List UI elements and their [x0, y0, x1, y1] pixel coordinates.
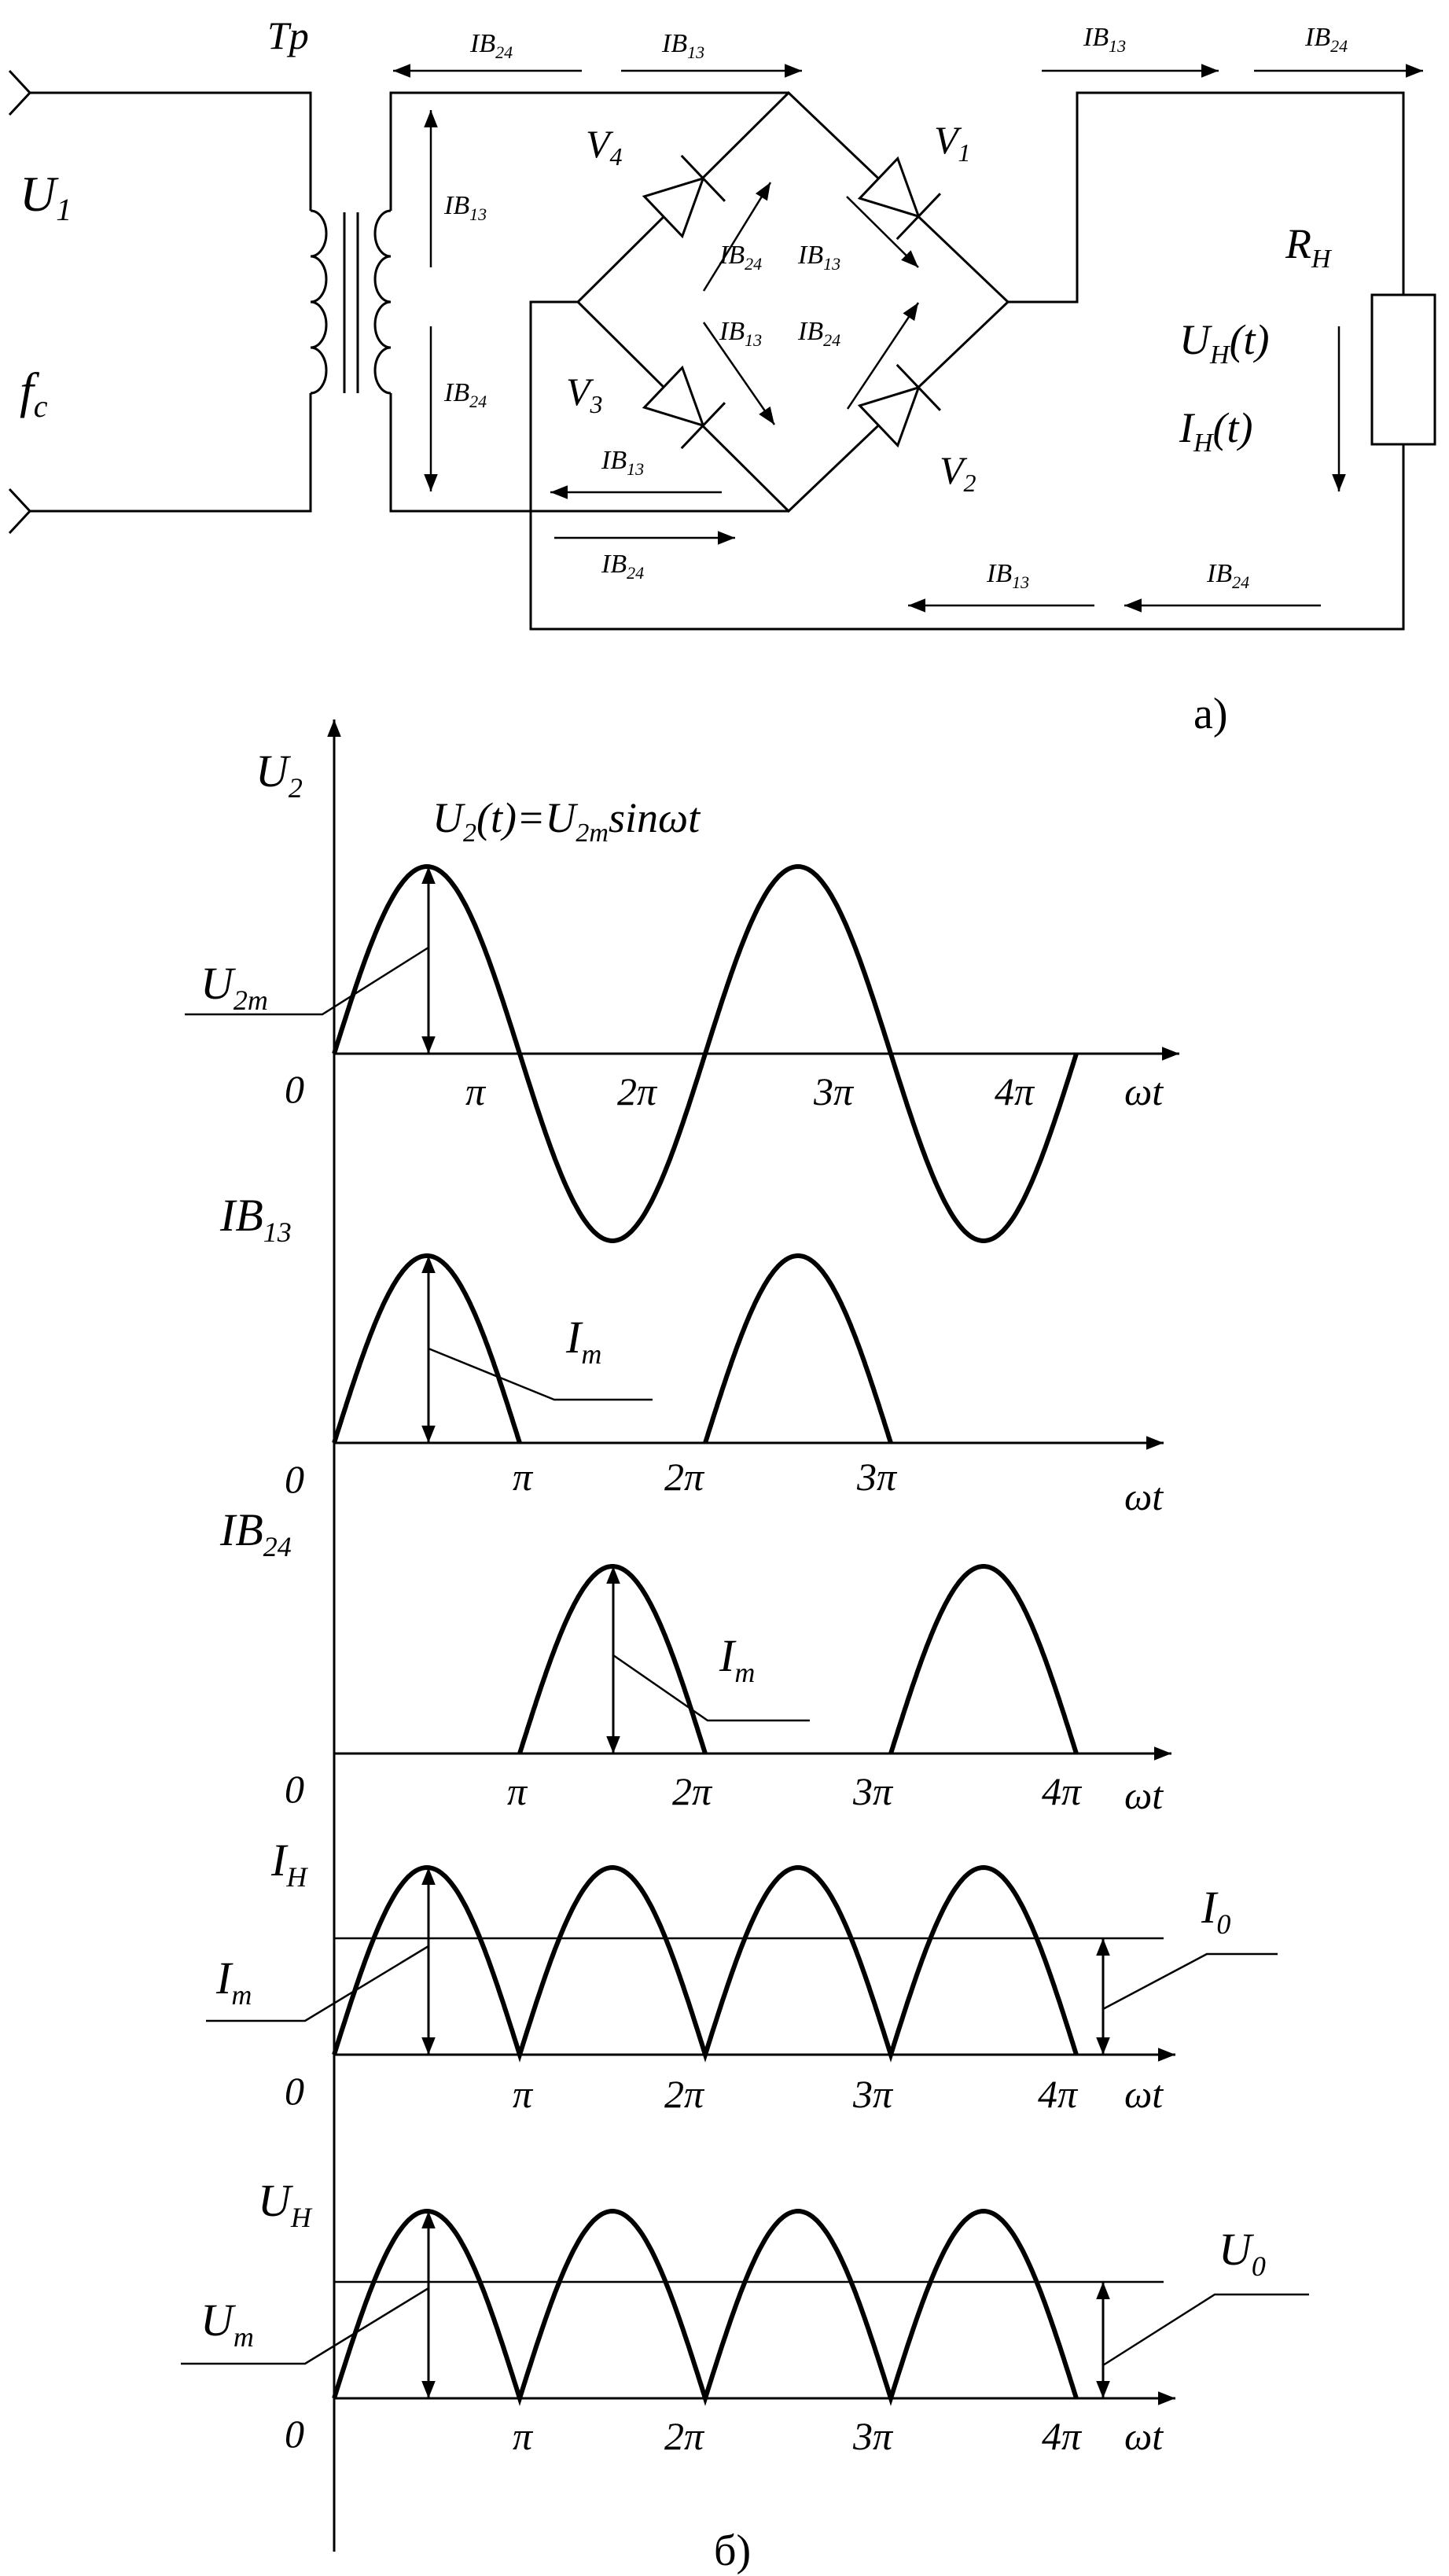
axis-wt: ωt	[1124, 1773, 1164, 1817]
tick-4pi: 4π	[1042, 1769, 1083, 1813]
ib24-label: IB24	[719, 241, 762, 274]
origin-zero: 0	[285, 1067, 304, 1111]
axis-wt: ωt	[1124, 1474, 1164, 1518]
ib24-label: IB24	[1304, 23, 1348, 56]
label-i0: I0	[1201, 1882, 1230, 1940]
axis-wt: ωt	[1124, 1069, 1164, 1113]
tick-3pi: 3π	[856, 1455, 898, 1499]
tick-2pi: 2π	[617, 1069, 658, 1113]
label-v2: V2	[940, 448, 976, 497]
origin-zero: 0	[285, 2412, 304, 2456]
ih-full-wave	[332, 1864, 1079, 2063]
tick-2pi: 2π	[664, 2414, 705, 2458]
tick-pi: π	[465, 1069, 487, 1113]
ib24-label: IB24	[469, 29, 513, 62]
secondary-wire	[389, 91, 789, 513]
label-ib13: IB13	[219, 1190, 292, 1248]
leader-lines	[181, 946, 1309, 2367]
label-u1: U1	[20, 166, 72, 227]
diode-v2	[857, 363, 942, 448]
ib13-half-wave	[332, 1253, 893, 1444]
ib13-label: IB13	[661, 29, 704, 62]
ib24-label: IB24	[601, 550, 644, 583]
tick-4pi: 4π	[995, 1069, 1035, 1113]
primary-coil	[310, 209, 328, 395]
tick-pi: π	[513, 2414, 534, 2458]
label-ih: IH(t)	[1179, 404, 1253, 458]
label-u2m: U2m	[200, 958, 268, 1016]
current-labels: IB24 IB13 IB13 IB24 IB13 IB24 IB24 IB13 …	[443, 23, 1348, 592]
ib13-label: IB13	[443, 191, 487, 224]
diode-v3	[642, 365, 726, 450]
tick-2pi: 2π	[664, 1455, 705, 1499]
label-fc: fc	[20, 362, 48, 424]
current-arrows	[393, 64, 1423, 613]
dc-negative-wire	[529, 300, 1405, 631]
ib13-label: IB13	[986, 559, 1029, 592]
label-uh: UH	[258, 2175, 313, 2233]
dc-positive-wire	[1008, 91, 1405, 304]
ib24-half-wave	[517, 1564, 1079, 1754]
tick-3pi: 3π	[852, 2414, 894, 2458]
secondary-coil	[373, 209, 392, 395]
axis-wt: ωt	[1124, 2414, 1164, 2458]
ib13-label: IB13	[719, 317, 762, 350]
tick-3pi: 3π	[852, 1769, 894, 1813]
input-terminal-bottom	[8, 488, 32, 535]
load-resistor	[1370, 293, 1436, 446]
tick-3pi: 3π	[852, 2072, 894, 2116]
tick-4pi: 4π	[1038, 2072, 1079, 2116]
uh-full-wave	[332, 2208, 1079, 2406]
label-im-ib13: Im	[565, 1312, 601, 1370]
tick-pi: π	[507, 1769, 528, 1813]
ib24-label: IB24	[1206, 559, 1249, 592]
plot-labels: U2 U2(t)=U2msinωt U2m IB13 Im IB24 Im IH…	[200, 745, 1266, 2353]
label-v1: V1	[934, 118, 971, 167]
tick-pi: π	[513, 2072, 534, 2116]
input-terminal-top	[8, 69, 32, 116]
axis-wt: ωt	[1124, 2072, 1164, 2116]
formula-u2: U2(t)=U2msinωt	[432, 794, 701, 848]
label-im-ib24: Im	[719, 1630, 755, 1688]
tick-2pi: 2π	[664, 2072, 705, 2116]
tick-3pi: 3π	[813, 1069, 855, 1113]
label-uh: UH(t)	[1179, 316, 1270, 370]
label-transformer: Tp	[267, 13, 309, 57]
label-ib24: IB24	[219, 1504, 292, 1562]
origin-zero: 0	[285, 2069, 304, 2113]
u2-sine-wave	[332, 863, 1079, 1244]
diode-v4	[642, 154, 726, 239]
tick-labels: π 2π 3π 4π π 2π 3π π 2π 3π 4π π 2π 3π 4π…	[285, 1067, 1164, 2458]
caption-b: б)	[714, 2526, 751, 2575]
primary-wire	[30, 91, 312, 513]
label-u2: U2	[256, 745, 303, 804]
ib13-label: IB13	[797, 241, 840, 274]
label-um: Um	[200, 2294, 254, 2353]
bridge-diamond	[576, 90, 1010, 513]
label-ih: IH	[270, 1834, 308, 1893]
ib13-label: IB13	[601, 446, 644, 479]
amplitude-arrows	[421, 867, 1110, 2398]
label-v4: V4	[586, 122, 623, 171]
label-im-ih: Im	[215, 1952, 252, 2011]
tick-pi: π	[513, 1455, 534, 1499]
waveform-plots: π 2π 3π 4π π 2π 3π π 2π 3π 4π π 2π 3π 4π…	[181, 719, 1309, 2575]
ib24-label: IB24	[443, 378, 487, 411]
origin-zero: 0	[285, 1767, 304, 1811]
ib13-label: IB13	[1083, 23, 1126, 56]
bridge-rectifier-circuit: Tp U1 fc V1 V2 V3 V4 RH UH(t) IH(t) IB24…	[8, 13, 1436, 738]
origin-zero: 0	[285, 1457, 304, 1501]
label-rh: RH	[1285, 220, 1333, 274]
diode-v1	[857, 156, 942, 241]
tick-2pi: 2π	[672, 1769, 713, 1813]
tick-4pi: 4π	[1042, 2414, 1083, 2458]
label-v3: V3	[566, 370, 603, 418]
label-u0: U0	[1219, 2224, 1266, 2282]
caption-a: а)	[1193, 690, 1228, 738]
ib24-label: IB24	[797, 317, 840, 350]
